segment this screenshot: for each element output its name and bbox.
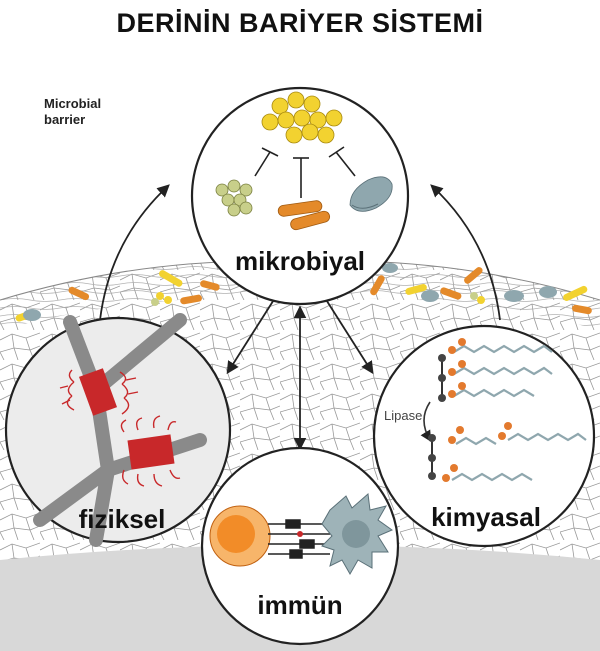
page-title: DERİNİN BARİYER SİSTEMİ bbox=[116, 8, 484, 38]
triglyceride-molecule bbox=[438, 338, 553, 402]
orange-rods bbox=[277, 200, 331, 231]
desmosome-lower bbox=[120, 415, 181, 487]
connection-arrows bbox=[99, 184, 501, 451]
yellow-cocci-cluster bbox=[261, 91, 343, 144]
green-cocci-cluster bbox=[215, 179, 253, 217]
node-label-physical: fiziksel bbox=[79, 504, 166, 534]
lipase-label: Lipase bbox=[384, 408, 422, 423]
free-fatty-acids bbox=[428, 422, 587, 482]
lymphocyte-cell bbox=[209, 505, 271, 567]
microbial-barrier-label: Microbial barrier bbox=[44, 96, 105, 127]
node-label-immune: immün bbox=[257, 590, 342, 620]
node-physical: fiziksel bbox=[4, 313, 232, 547]
gray-yeast bbox=[349, 176, 393, 212]
node-label-microbial: mikrobiyal bbox=[235, 246, 365, 276]
inhibition-marks bbox=[254, 146, 356, 198]
node-immune: immün bbox=[200, 446, 400, 646]
arrow-left-to-top bbox=[99, 184, 170, 321]
node-microbial: mikrobiyal bbox=[190, 86, 410, 306]
arrow-top-to-left bbox=[226, 297, 276, 375]
node-chemical: Lipase kimyasal bbox=[372, 324, 596, 548]
dendritic-cell bbox=[321, 493, 394, 576]
node-label-chemical: kimyasal bbox=[431, 502, 541, 532]
desmosome-upper bbox=[59, 368, 139, 416]
arrow-right-to-top bbox=[430, 184, 501, 321]
surface-microbes bbox=[15, 263, 592, 322]
receptor-interaction bbox=[268, 519, 330, 559]
arrow-top-to-right bbox=[324, 297, 374, 375]
